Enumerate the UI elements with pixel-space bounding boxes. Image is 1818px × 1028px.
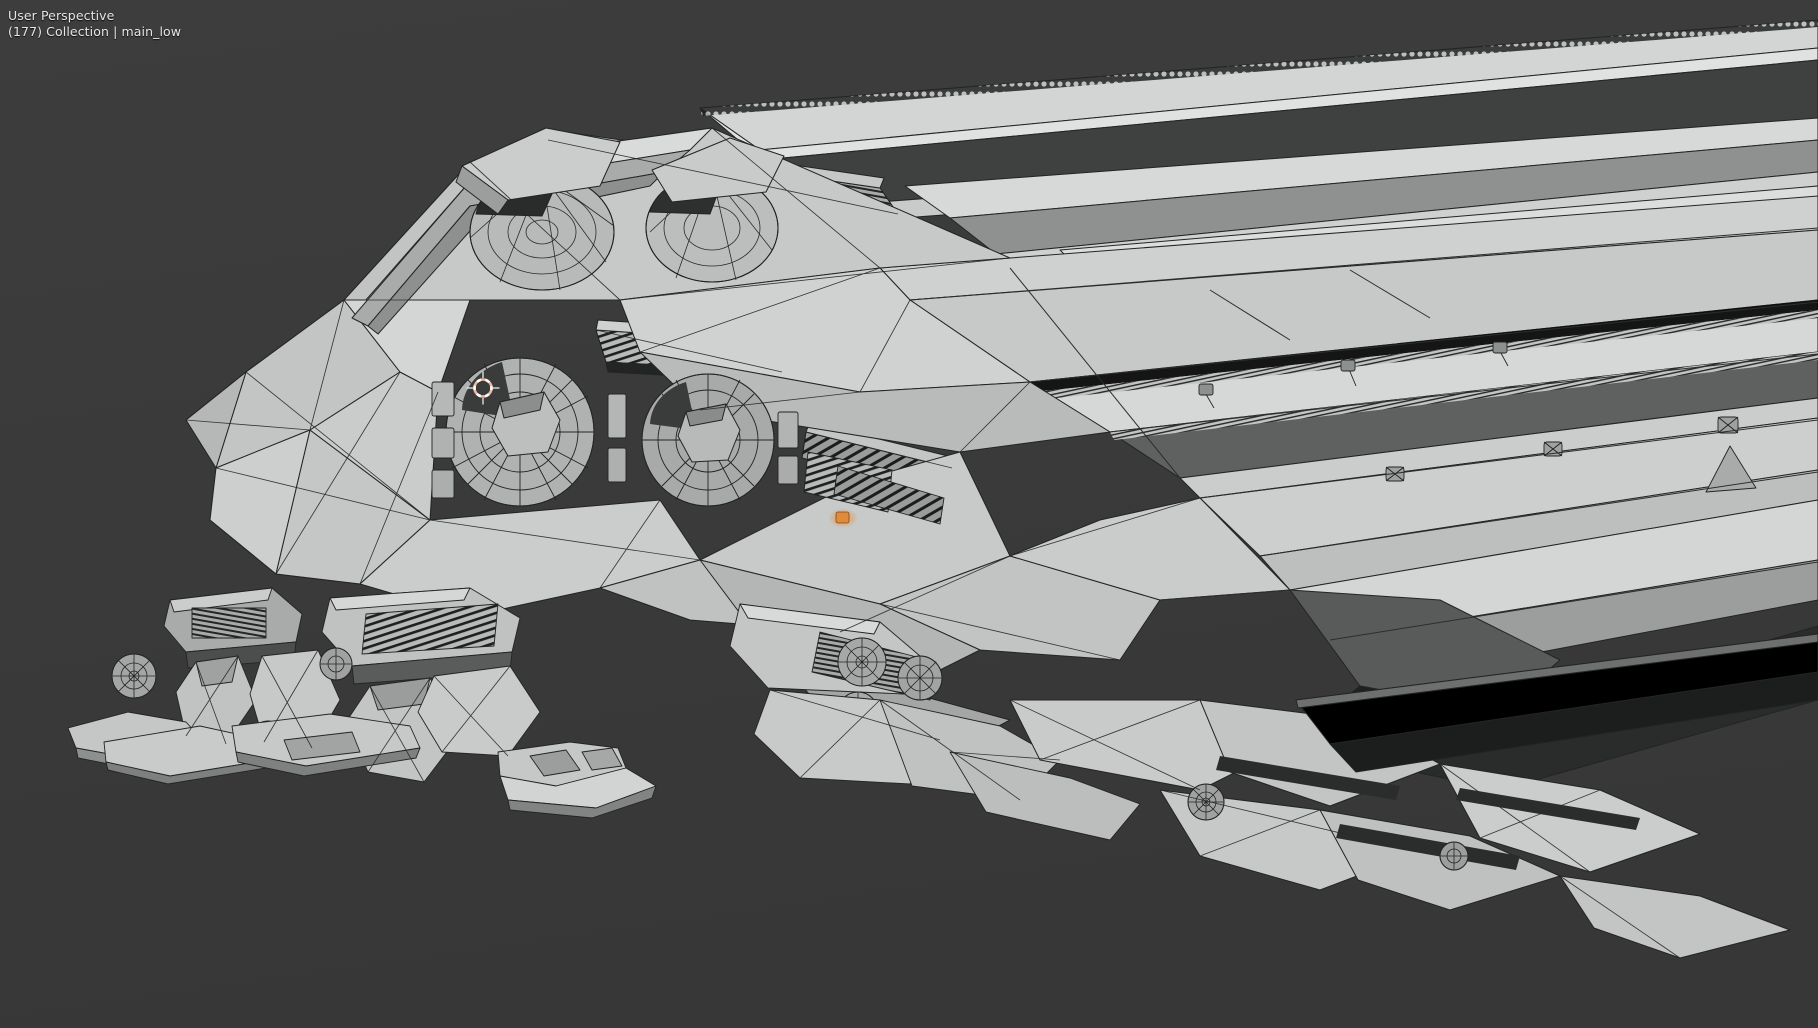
dorsal-turret-left (455, 127, 621, 291)
aft-dark-ramp (1295, 633, 1818, 773)
side-greeble-blocks (431, 381, 945, 525)
hull-main-body (879, 195, 1818, 499)
landing-gear-aft (729, 603, 1141, 841)
selected-element[interactable] (828, 508, 858, 528)
aft-underhull-wedges (1009, 699, 1791, 959)
wireframe-overlay (185, 127, 1681, 959)
spine-antenna-greebles (1198, 341, 1757, 493)
landing-gear-forward (67, 587, 341, 785)
intake-ring-right (641, 373, 775, 507)
skid-pod (497, 741, 657, 819)
model-main-low[interactable] (67, 19, 1818, 959)
hull-seam-lines (909, 227, 1818, 641)
intake-ring-left (445, 357, 595, 507)
landing-gear-mid (231, 587, 541, 783)
dorsal-turret-right (645, 137, 785, 283)
